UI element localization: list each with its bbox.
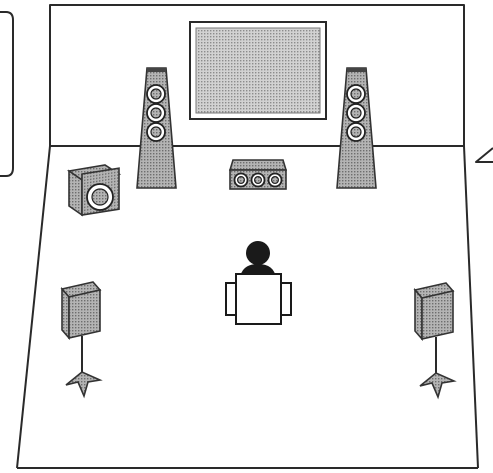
- right-edge-arrow-fragment: [475, 147, 493, 163]
- chair-icon: [225, 273, 292, 325]
- room-outline: [16, 4, 479, 469]
- tv-screen-icon: [189, 21, 327, 120]
- front-right-speaker-icon: [336, 67, 377, 189]
- left-edge-panel-frame: [0, 11, 14, 177]
- surround-left-speaker-icon: [60, 281, 103, 399]
- surround-right-speaker-icon: [413, 282, 457, 400]
- center-speaker-icon: [228, 159, 288, 190]
- subwoofer-icon: [66, 164, 122, 217]
- front-left-speaker-icon: [136, 67, 177, 189]
- listener-icon: [240, 241, 276, 278]
